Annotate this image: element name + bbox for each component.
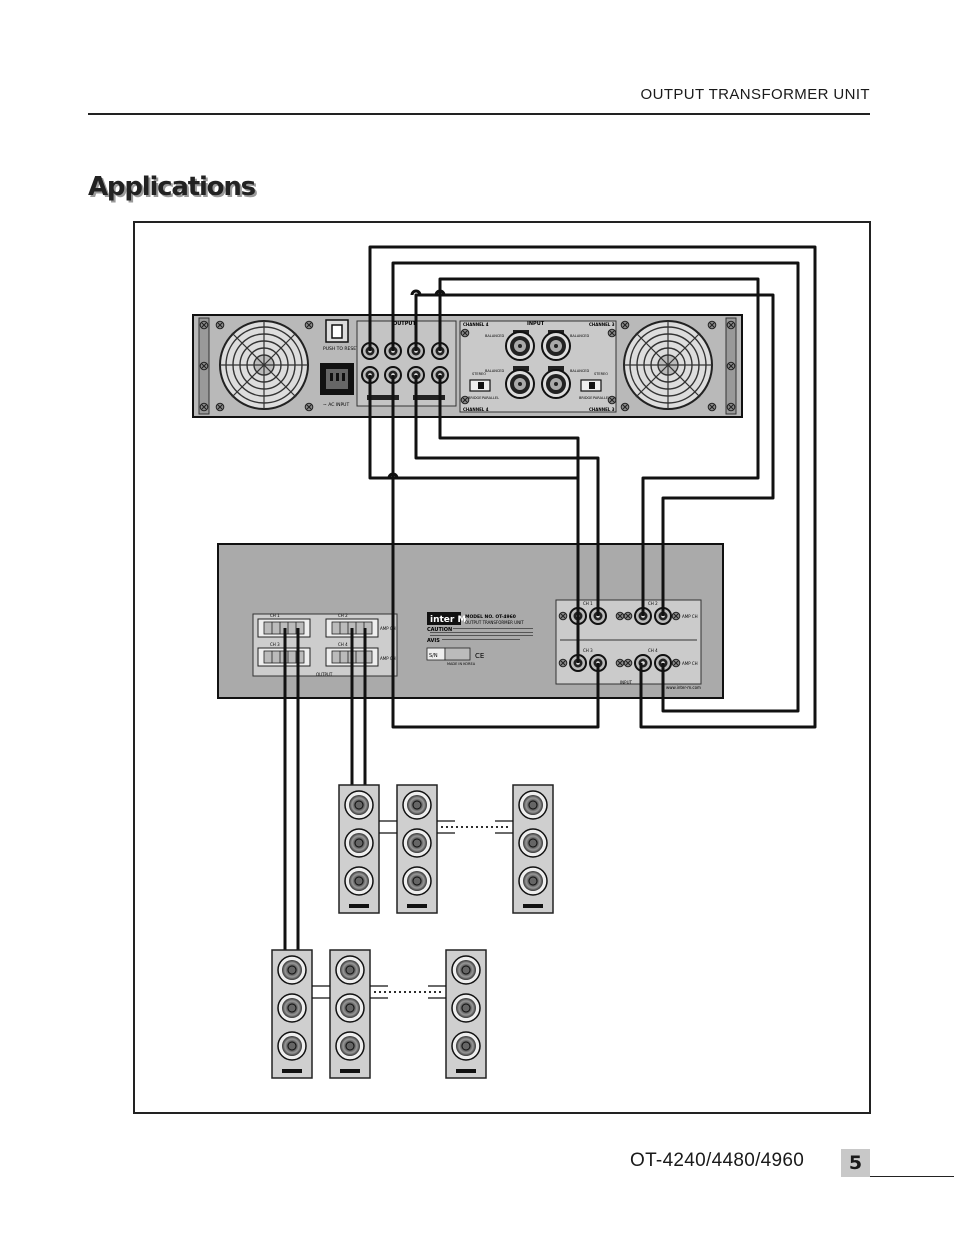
page-number: 5	[841, 1149, 870, 1177]
footer-model-number: OT-4240/4480/4960	[630, 1150, 805, 1171]
diagram-frame	[133, 221, 871, 1114]
cable-crossover	[387, 289, 446, 479]
ot-output-label: OUTPUT	[316, 672, 333, 677]
amp-stereo-label: STEREO	[594, 372, 608, 376]
ot-input-jack[interactable]	[634, 654, 652, 672]
header-section-title: OUTPUT TRANSFORMER UNIT	[640, 86, 870, 103]
speaker-row-lower	[271, 949, 487, 1079]
speaker-column-icon	[338, 784, 380, 914]
reset-button[interactable]	[325, 319, 349, 343]
amp-channel-label: CHANNEL 3	[589, 322, 615, 327]
ot-channel-label: CH 1	[270, 613, 280, 618]
amplifier-rear-panel: PUSH TO RESET ~ AC INPUT OUTPUT INPUT CH…	[192, 314, 743, 418]
amp-xlr-input[interactable]	[541, 331, 571, 361]
ot-model-label: MODEL NO. OT-4960	[465, 614, 516, 620]
amp-output-label: OUTPUT	[393, 321, 416, 327]
speaker-column-icon	[445, 949, 487, 1079]
page-heading: Applications	[88, 172, 256, 202]
ot-input-channel-label: CH 3	[583, 648, 593, 653]
amp-bridge-label: BRIDGE	[468, 396, 481, 400]
ac-input-socket	[320, 363, 354, 395]
ot-input-amp-label: AMP CH	[682, 614, 698, 619]
ot-input-label: INPUT	[620, 680, 633, 685]
amp-balanced-label: BALANCED	[485, 369, 504, 373]
amp-parallel-label: PARALLEL	[482, 396, 499, 400]
reset-label: PUSH TO RESET	[323, 346, 359, 352]
amp-balanced-label: BALANCED	[485, 334, 504, 338]
ot-input-channel-label: CH 1	[583, 601, 593, 606]
amp-bridge-label: BRIDGE	[579, 396, 592, 400]
footer-rule	[870, 1176, 954, 1177]
amp-input-label: INPUT	[527, 321, 545, 327]
ot-input-channel-label: CH 4	[648, 648, 658, 653]
fan-right-icon	[623, 320, 713, 410]
ot-serial-label: S/N	[429, 653, 438, 659]
ot-brand-logo: inter M	[430, 615, 466, 625]
amp-channel-label: CHANNEL 3	[589, 407, 615, 412]
speaker-line-cables	[283, 628, 367, 950]
ot-unit-label: OUTPUT TRANSFORMER UNIT	[465, 620, 524, 625]
amp-mode-switch[interactable]	[469, 379, 491, 392]
amp-xlr-input[interactable]	[505, 331, 535, 361]
ot-amp-label: AMP CH	[380, 626, 396, 631]
amp-parallel-label: PARALLEL	[593, 396, 610, 400]
ot-channel-label: CH 4	[338, 642, 348, 647]
ot-input-channel-label: CH 2	[648, 601, 658, 606]
speaker-column-icon	[271, 949, 313, 1079]
ot-made-in-label: MADE IN KOREA	[447, 662, 476, 666]
ot-caution-label: CAUTION	[427, 627, 452, 633]
amp-balanced-label: BALANCED	[570, 369, 589, 373]
amp-xlr-input[interactable]	[541, 369, 571, 399]
ot-input-amp-label: AMP CH	[682, 661, 698, 666]
ot-website-label: www.inter-m.com	[666, 685, 701, 690]
amp-stereo-label: STEREO	[472, 372, 486, 376]
output-transformer-unit: CH 1 CH 2 CH 3 CH 4 AMP CH AMP CH OUTPUT…	[217, 543, 724, 699]
amp-xlr-input[interactable]	[505, 369, 535, 399]
ot-channel-label: CH 3	[270, 642, 280, 647]
amp-balanced-label: BALANCED	[570, 334, 589, 338]
speaker-row-upper	[338, 784, 554, 914]
ac-input-label: ~ AC INPUT	[323, 402, 349, 408]
ot-avis-label: AVIS	[427, 638, 440, 644]
fan-left-icon	[219, 320, 309, 410]
ot-channel-label: CH 2	[338, 613, 348, 618]
header-rule	[88, 113, 870, 115]
amp-channel-label: CHANNEL 4	[463, 322, 489, 327]
amp-mode-switch[interactable]	[580, 379, 602, 392]
speaker-cables	[368, 245, 817, 729]
ot-amp-label: AMP CH	[380, 656, 396, 661]
speaker-column-icon	[512, 784, 554, 914]
amp-channel-label: CHANNEL 4	[463, 407, 489, 412]
speaker-column-icon	[396, 784, 438, 914]
ot-ce-mark: CE	[475, 652, 484, 660]
application-diagram: PUSH TO RESET ~ AC INPUT OUTPUT INPUT CH…	[192, 245, 817, 1079]
speaker-column-icon	[329, 949, 371, 1079]
